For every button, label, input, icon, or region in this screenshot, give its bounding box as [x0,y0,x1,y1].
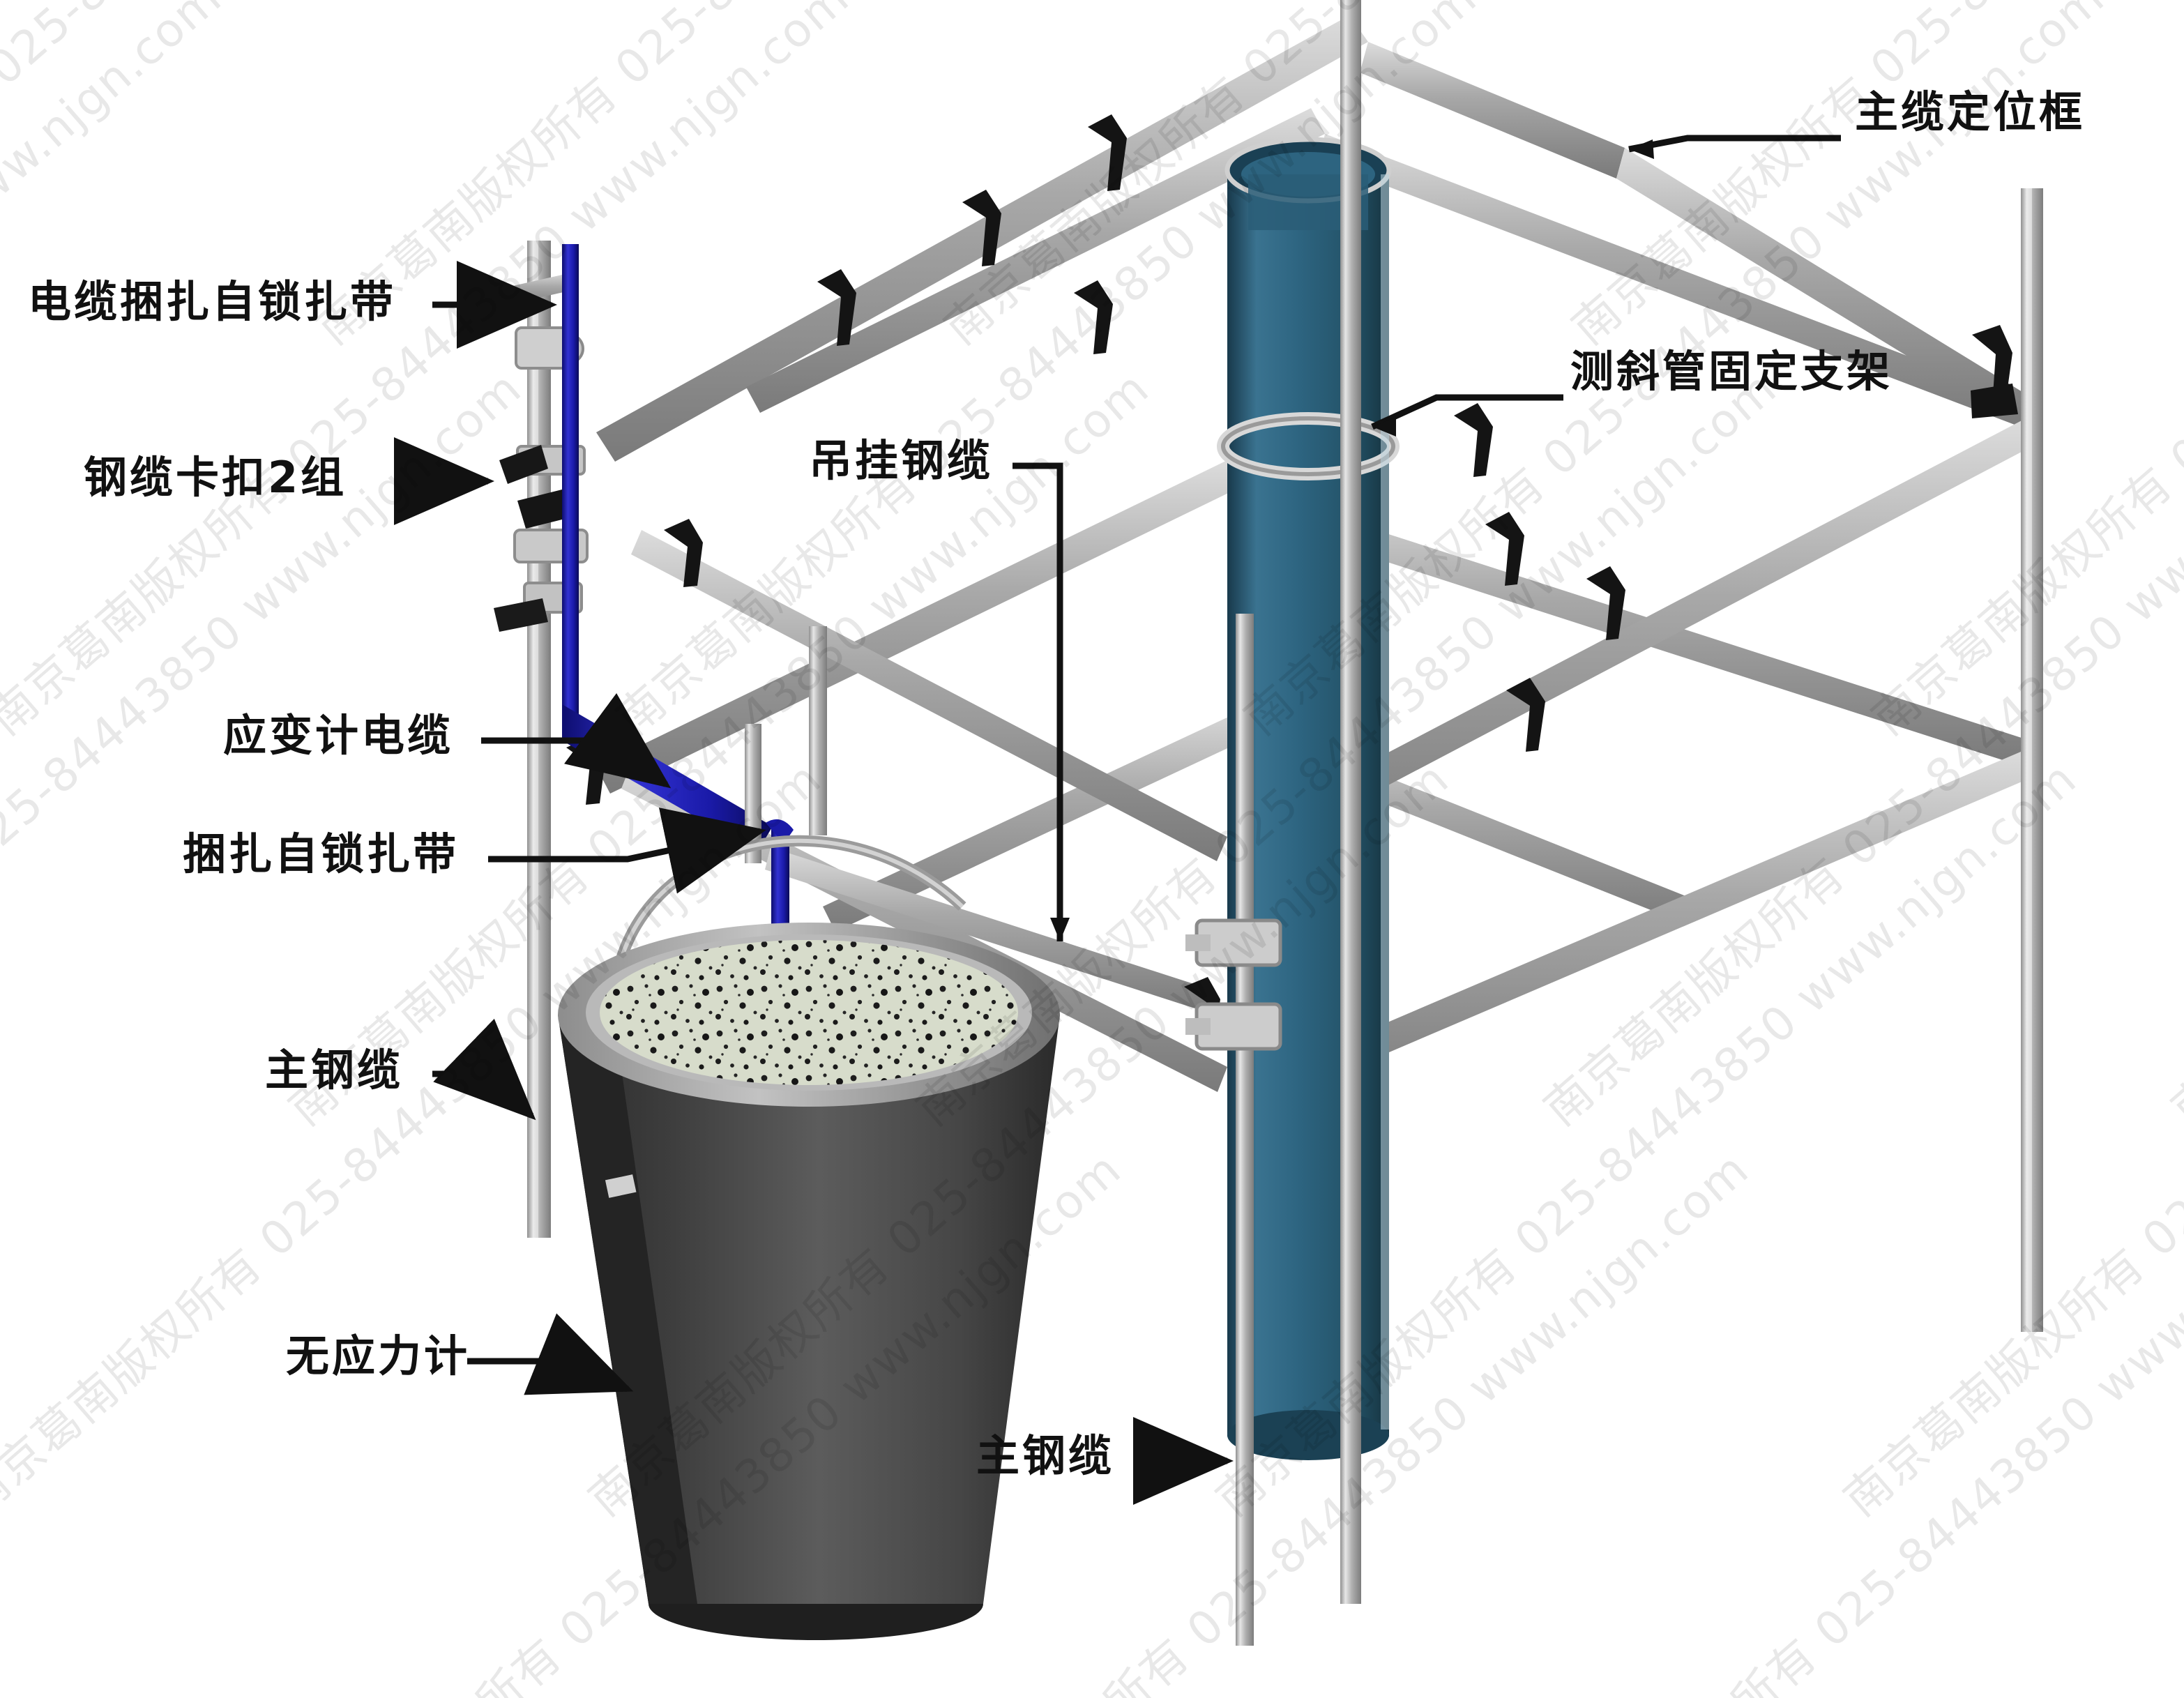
leader-strain-cable [481,693,672,789]
label-cable-tie-upper: 电缆捆扎自锁扎带 [28,276,397,327]
label-no-stress-meter: 无应力计 [286,1331,471,1381]
label-hanging-steel-cable: 吊挂钢缆 [809,435,994,486]
center-tall-pole [1185,0,1361,1646]
label-main-cable-bottom: 主钢缆 [976,1430,1115,1481]
leader-cable-tie-lower [488,808,766,894]
leader-main-cable-left [432,1018,536,1121]
label-cable-tie-lower: 捆扎自锁扎带 [183,828,460,879]
leader-frame [1628,135,1841,153]
label-strain-gauge-cable: 应变计电缆 [223,710,454,761]
label-main-cable-frame: 主缆定位框 [1855,86,2086,137]
inclinometer-pipe [1217,137,1400,1460]
label-cable-clamp-2sets: 钢缆卡扣2组 [84,452,347,503]
leader-no-stress-meter [467,1313,634,1395]
no-stress-meter-bucket [558,835,1060,1640]
label-main-cable-left: 主钢缆 [265,1045,404,1096]
label-inclinometer-bracket: 测斜管固定支架 [1570,346,1893,397]
leader-bracket [1371,394,1563,430]
right-vertical-pole [2021,188,2043,1332]
leader-hanging-cable [1013,462,1063,941]
leader-lines [394,135,1841,1505]
